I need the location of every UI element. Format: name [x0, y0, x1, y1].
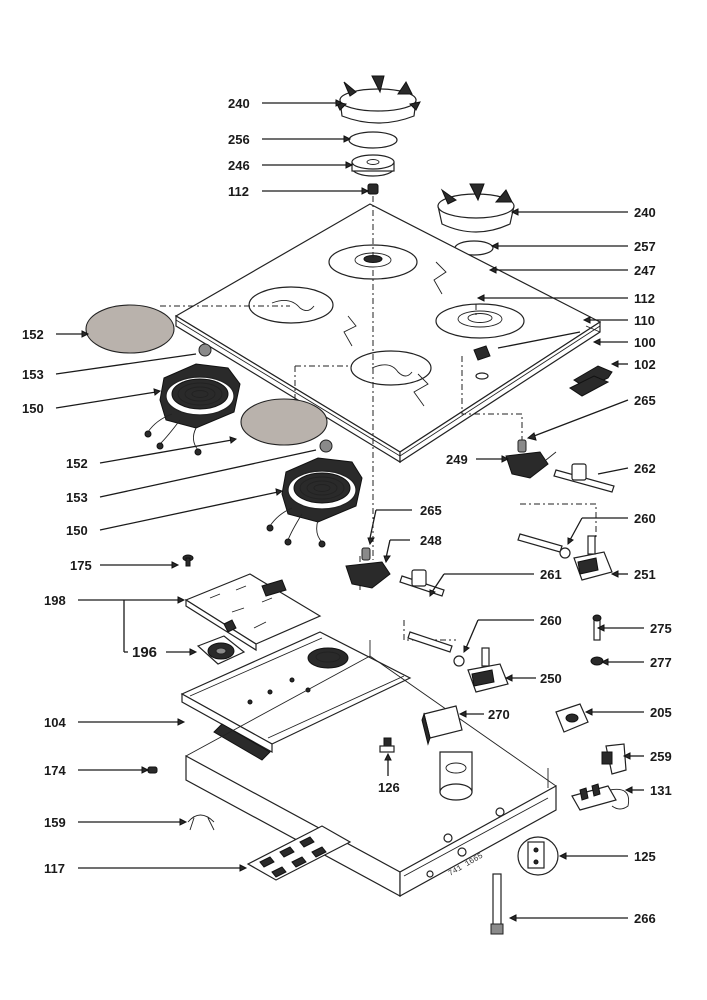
- fan-196: [196, 635, 246, 665]
- insulation-pad-152-front: [240, 398, 328, 446]
- callout-250: 250: [540, 671, 562, 686]
- callout-277: 277: [650, 655, 672, 670]
- callout-174: 174: [44, 763, 66, 778]
- callout-153-front: 153: [66, 490, 88, 505]
- callout-257: 257: [634, 239, 656, 254]
- gas-pipe-262: [517, 463, 615, 553]
- injector-112-top: [367, 183, 379, 195]
- callout-205: 205: [650, 705, 672, 720]
- washer-277: [590, 656, 604, 666]
- callout-110: 110: [634, 313, 655, 328]
- burner-head-246: [351, 154, 395, 177]
- callout-150-rear: 150: [22, 401, 44, 416]
- callout-112-top: 112: [228, 184, 249, 199]
- callout-152-front: 152: [66, 456, 88, 471]
- burner-valve-248: [345, 547, 391, 589]
- callout-175: 175: [70, 558, 92, 573]
- retaining-nut-153-front: [319, 439, 333, 453]
- callout-248: 248: [420, 533, 442, 548]
- callout-261: 261: [540, 567, 562, 582]
- callout-198: 198: [44, 593, 66, 608]
- callout-152-rear: 152: [22, 327, 44, 342]
- hotplate-element-150-rear: [144, 363, 241, 456]
- callout-266: 266: [634, 911, 656, 926]
- callout-256: 256: [228, 132, 250, 147]
- clip-159: [187, 814, 215, 831]
- retaining-nut-153-rear: [198, 343, 212, 357]
- trim-strip-102: [569, 365, 613, 397]
- callout-251: 251: [634, 567, 656, 582]
- callout-265-left: 265: [420, 503, 442, 518]
- callout-150-front: 150: [66, 523, 88, 538]
- fuse-126: [379, 737, 395, 753]
- callout-246: 246: [228, 158, 250, 173]
- keypad-117: [246, 825, 352, 881]
- callout-labels: 240 256 246 112 240 257 247 112 110 100 …: [22, 96, 672, 926]
- burner-crown-240-top: [335, 75, 421, 124]
- hob-top-plate-100: [174, 203, 602, 464]
- gas-tap-250: [467, 647, 509, 693]
- callout-117: 117: [44, 861, 65, 876]
- ignition-generator: [439, 751, 473, 801]
- cable-tie-174: [147, 766, 158, 774]
- gas-tap-251: [573, 535, 613, 581]
- callout-240-right: 240: [634, 205, 656, 220]
- callout-247: 247: [634, 263, 656, 278]
- leg-266: [490, 873, 504, 935]
- ignition-switch-205: [555, 703, 589, 733]
- callout-159: 159: [44, 815, 66, 830]
- callout-265-right: 265: [634, 393, 656, 408]
- insulation-pad-152-rear: [85, 304, 175, 354]
- callout-240-top: 240: [228, 96, 250, 111]
- callout-126: 126: [378, 780, 400, 795]
- seal-ring-260-left: [453, 655, 465, 667]
- callout-125: 125: [634, 849, 656, 864]
- callout-262: 262: [634, 461, 656, 476]
- connector-259: [601, 743, 627, 775]
- hotplate-element-150-front: [266, 457, 363, 548]
- callout-249: 249: [446, 452, 468, 467]
- control-board-198: [184, 573, 322, 652]
- callout-131: 131: [650, 783, 672, 798]
- callout-100: 100: [634, 335, 656, 350]
- callout-260-left: 260: [540, 613, 562, 628]
- cover-box-270: [421, 705, 463, 746]
- callout-112-right: 112: [634, 291, 655, 306]
- callout-259: 259: [650, 749, 672, 764]
- callout-260-right: 260: [634, 511, 656, 526]
- leader-lines: [55, 99, 644, 922]
- callout-153-rear: 153: [22, 367, 44, 382]
- burner-crown-240-right: [437, 183, 515, 233]
- bracket-125: [517, 836, 559, 876]
- callout-275: 275: [650, 621, 672, 636]
- burner-cap-256: [348, 131, 398, 149]
- callout-102: 102: [634, 357, 656, 372]
- callout-104: 104: [44, 715, 66, 730]
- screw-175: [182, 554, 194, 567]
- seal-ring-260-right: [559, 547, 571, 559]
- callout-196: 196: [132, 644, 157, 661]
- callout-270: 270: [488, 707, 510, 722]
- terminal-block-131: [571, 783, 630, 811]
- burner-valve-249: [505, 439, 557, 479]
